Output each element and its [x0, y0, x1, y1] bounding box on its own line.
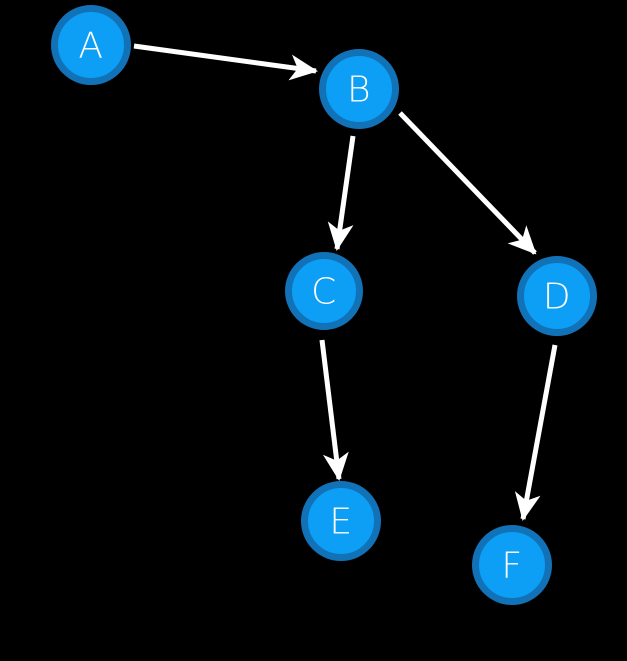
node-label-e: E: [329, 502, 352, 543]
edge-layer: [133, 43, 558, 521]
node-circle-e[interactable]: [301, 481, 381, 561]
node-label-a: A: [78, 26, 103, 67]
node-label-b: B: [347, 70, 371, 111]
node-label-c: C: [311, 272, 337, 313]
node-circle-d[interactable]: [517, 256, 597, 336]
node-circle-b[interactable]: [319, 49, 399, 129]
graph-node-c[interactable]: C: [285, 252, 363, 330]
graph-edge-b-d[interactable]: [398, 111, 537, 255]
graph-edge-a-b[interactable]: [133, 43, 318, 81]
node-circle-c[interactable]: [285, 252, 363, 330]
graph-node-b[interactable]: B: [319, 49, 399, 129]
node-label-d: D: [543, 277, 571, 318]
graph-node-a[interactable]: A: [51, 5, 131, 85]
node-label-f: F: [501, 546, 522, 587]
node-circle-f[interactable]: [472, 525, 552, 605]
graph-edge-b-c[interactable]: [327, 135, 356, 251]
graph-node-e[interactable]: E: [301, 481, 381, 561]
graph-node-f[interactable]: F: [472, 525, 552, 605]
node-layer: A B C D E F: [51, 5, 597, 605]
graph-node-d[interactable]: D: [517, 256, 597, 336]
graph-edge-c-e[interactable]: [319, 339, 349, 481]
graph-edge-d-f[interactable]: [514, 344, 558, 521]
node-circle-a[interactable]: [51, 5, 131, 85]
